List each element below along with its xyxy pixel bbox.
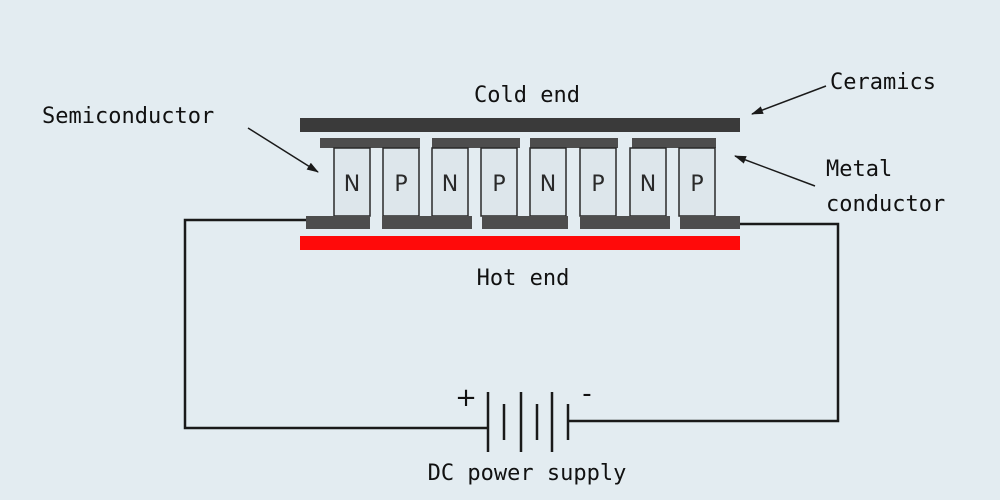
hot-end-label: Hot end [477, 266, 570, 291]
bottom-metal-conductors [306, 216, 740, 229]
bottom-metal-conductor [382, 216, 472, 229]
top-metal-conductor [320, 138, 420, 148]
semiconductor-arrow [247, 127, 319, 173]
semiconductor-type-label: P [492, 172, 505, 197]
bottom-metal-conductor [680, 216, 740, 229]
bottom-metal-conductor [580, 216, 670, 229]
semiconductor-leg [579, 147, 617, 217]
top-metal-conductor [632, 138, 716, 148]
metal-conductor-arrow [734, 155, 816, 187]
semiconductor-leg [431, 147, 469, 217]
metal-label-line2: conductor [826, 192, 945, 217]
wire-left [183, 218, 488, 430]
minus-sign: - [582, 379, 591, 409]
semiconductor-leg [529, 147, 567, 217]
semiconductor-type-label: P [394, 172, 407, 197]
cold-end-label: Cold end [474, 83, 580, 108]
cold-ceramic-plate [300, 118, 740, 132]
ceramics-label: Ceramics [830, 70, 936, 95]
semiconductor-type-label: P [591, 172, 604, 197]
plus-sign: + [455, 383, 477, 413]
power-supply-label: DC power supply [428, 461, 627, 486]
bottom-metal-conductor [482, 216, 568, 229]
top-metal-conductors [320, 138, 716, 148]
top-metal-conductor [432, 138, 520, 148]
hot-ceramic-plate [300, 236, 740, 250]
battery-icon [486, 392, 570, 452]
semiconductor-type-label: P [690, 172, 703, 197]
semiconductor-leg [382, 147, 420, 217]
metal-label-line1: Metal [826, 157, 892, 182]
wire-right [568, 222, 840, 423]
semiconductor-type-label: N [344, 172, 360, 197]
semiconductor-type-label: N [442, 172, 458, 197]
top-metal-conductor [530, 138, 618, 148]
bottom-metal-conductor [306, 216, 370, 229]
semiconductor-leg [678, 147, 716, 217]
semiconductor-leg [629, 147, 667, 217]
ceramics-arrow [751, 85, 827, 115]
semiconductor-type-label: N [640, 172, 656, 197]
semiconductor-type-label: N [540, 172, 556, 197]
semiconductor-label: Semiconductor [42, 104, 214, 129]
